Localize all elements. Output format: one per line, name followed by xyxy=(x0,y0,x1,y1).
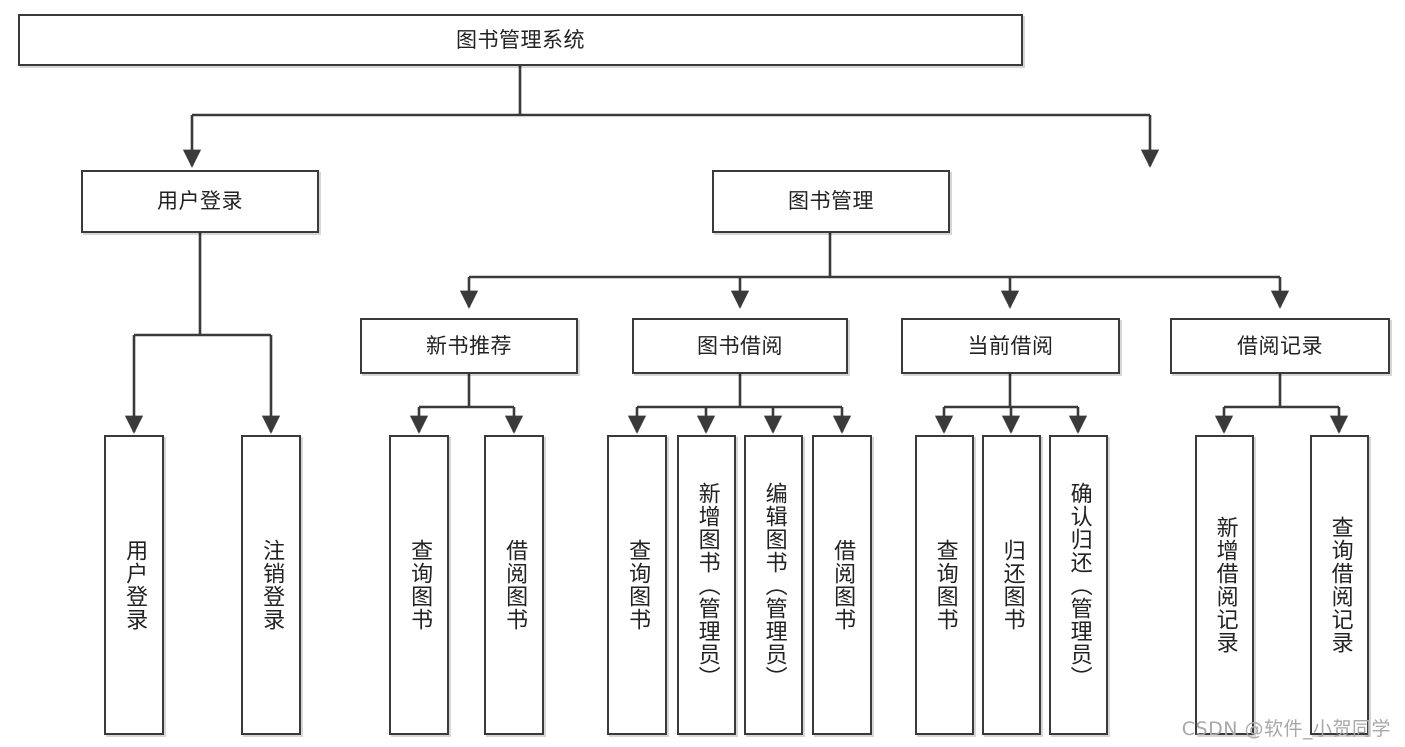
leaf-label: 查询借阅记录 xyxy=(1327,516,1353,654)
leaf-current-borrow-return[interactable]: 归还图书 xyxy=(982,435,1041,735)
watermark-text: CSDN @软件_小贺同学 xyxy=(1181,718,1391,740)
leaf-label: 借阅图书 xyxy=(502,539,528,631)
leaf-book-borrow-borrow[interactable]: 借阅图书 xyxy=(812,435,872,735)
leaf-new-book-borrow[interactable]: 借阅图书 xyxy=(484,435,544,735)
node-new-book-recommend[interactable]: 新书推荐 xyxy=(360,318,578,374)
node-user-login-label: 用户登录 xyxy=(157,189,243,214)
node-borrow-record[interactable]: 借阅记录 xyxy=(1170,318,1390,374)
leaf-label: 查询图书 xyxy=(407,539,433,631)
node-current-borrow-label: 当前借阅 xyxy=(967,333,1054,358)
node-book-management-label: 图书管理 xyxy=(788,189,874,214)
leaf-label: 查询图书 xyxy=(625,539,651,631)
node-new-book-recommend-label: 新书推荐 xyxy=(426,333,512,358)
leaf-label: 借阅图书 xyxy=(830,539,856,631)
leaf-book-borrow-query[interactable]: 查询图书 xyxy=(607,435,667,735)
node-root-label: 图书管理系统 xyxy=(456,27,585,52)
leaf-label: 编辑图书（管理员） xyxy=(761,481,787,689)
leaf-label: 查询图书 xyxy=(932,539,958,631)
node-book-management[interactable]: 图书管理 xyxy=(712,170,950,233)
leaf-borrow-record-add[interactable]: 新增借阅记录 xyxy=(1195,435,1254,735)
leaf-new-book-query[interactable]: 查询图书 xyxy=(389,435,449,735)
leaf-label: 注销登录 xyxy=(259,539,285,631)
node-root[interactable]: 图书管理系统 xyxy=(18,14,1023,66)
leaf-user-login-login[interactable]: 用户登录 xyxy=(104,435,164,735)
leaf-book-borrow-edit[interactable]: 编辑图书（管理员） xyxy=(744,435,803,735)
leaf-current-borrow-query[interactable]: 查询图书 xyxy=(915,435,974,735)
leaf-current-borrow-confirm-return[interactable]: 确认归还（管理员） xyxy=(1049,435,1108,735)
node-book-borrow-label: 图书借阅 xyxy=(697,333,783,358)
leaf-label: 归还图书 xyxy=(999,539,1025,631)
node-borrow-record-label: 借阅记录 xyxy=(1237,333,1323,358)
leaf-borrow-record-query[interactable]: 查询借阅记录 xyxy=(1310,435,1369,735)
leaf-book-borrow-add[interactable]: 新增图书（管理员） xyxy=(677,435,736,735)
leaf-label: 确认归还（管理员） xyxy=(1066,481,1092,689)
leaf-label: 新增图书（管理员） xyxy=(694,481,720,689)
node-book-borrow[interactable]: 图书借阅 xyxy=(632,318,848,374)
leaf-user-login-logout[interactable]: 注销登录 xyxy=(241,435,301,735)
node-current-borrow[interactable]: 当前借阅 xyxy=(901,318,1120,374)
leaf-label: 用户登录 xyxy=(122,539,148,631)
node-user-login[interactable]: 用户登录 xyxy=(81,170,319,233)
leaf-label: 新增借阅记录 xyxy=(1212,516,1238,654)
